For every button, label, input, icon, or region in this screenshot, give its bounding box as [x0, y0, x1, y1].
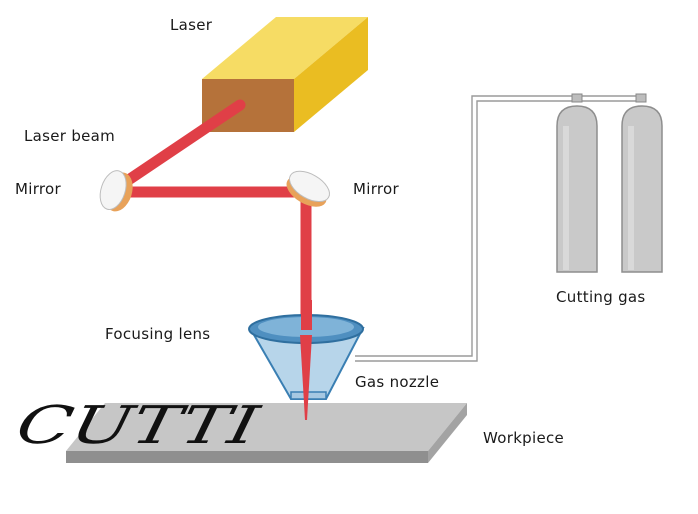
- label-laser: Laser: [170, 16, 213, 34]
- laser-source: [202, 17, 368, 132]
- laser-beam-focused: [300, 300, 312, 420]
- workpiece: [66, 403, 467, 463]
- label-mirror-left: Mirror: [15, 180, 61, 198]
- label-cutting-gas: Cutting gas: [556, 288, 646, 306]
- laser-beam: [112, 99, 312, 336]
- label-focusing-lens: Focusing lens: [105, 325, 211, 343]
- label-mirror-right: Mirror: [353, 180, 399, 198]
- mirror-right: [286, 170, 330, 207]
- label-workpiece: Workpiece: [483, 429, 565, 447]
- gas-pipe: [355, 95, 642, 362]
- gas-cylinder-left: [556, 93, 598, 273]
- label-laser-beam: Laser beam: [24, 127, 116, 145]
- label-gas-nozzle: Gas nozzle: [355, 373, 440, 391]
- engraved-text: CUTTI: [11, 396, 265, 456]
- mirror-left: [99, 170, 133, 212]
- gas-cylinder-right: [621, 93, 663, 273]
